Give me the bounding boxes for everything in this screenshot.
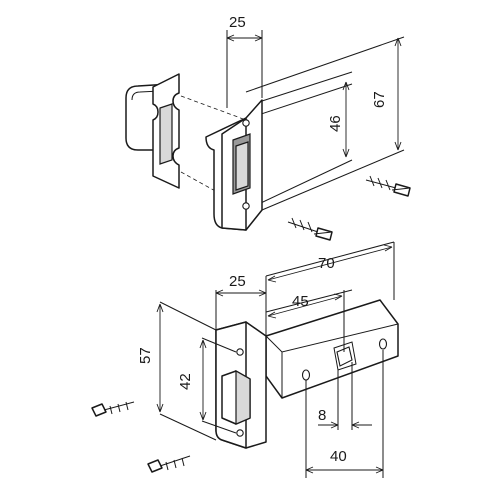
dim-label-25-top: 25: [229, 14, 246, 31]
strike-box-icon: [125, 73, 180, 189]
extension-lines-bottom: [159, 241, 395, 478]
latch-bolt-icon: [221, 369, 251, 425]
dim-hole-spacing: 42: [177, 339, 207, 421]
dim-label-40: 40: [330, 448, 347, 465]
dim-strike-depth: 25: [226, 14, 263, 108]
dim-label-46: 46: [327, 115, 344, 132]
dim-label-45: 45: [292, 293, 309, 310]
dim-faceplate-depth: 25: [215, 273, 267, 297]
dim-label-25-bottom: 25: [229, 273, 246, 290]
screw-icon: [287, 217, 333, 241]
dim-label-70: 70: [318, 255, 335, 272]
dim-spindle-square: 8: [318, 407, 372, 429]
dim-label-42: 42: [177, 373, 194, 390]
dim-label-67: 67: [371, 91, 388, 108]
dim-label-8: 8: [318, 407, 326, 424]
dim-backset: 45: [267, 293, 343, 319]
screw-icon: [91, 401, 135, 417]
dim-strike-hole-spacing: 46: [327, 81, 350, 158]
latch-body-icon: [265, 299, 399, 399]
screw-icon: [365, 175, 411, 197]
dim-case-length: 40: [305, 448, 384, 474]
dim-overall-length: 70: [267, 244, 393, 283]
strike-plate-icon: [205, 99, 263, 231]
dim-strike-height: 67: [371, 37, 402, 151]
dim-label-57: 57: [137, 347, 154, 364]
latch-assembly: 25 70 45 57 42: [91, 241, 399, 478]
strike-assembly: 25 46 67: [125, 14, 411, 241]
dim-faceplate-height: 57: [137, 303, 164, 413]
screw-icon: [147, 455, 191, 473]
